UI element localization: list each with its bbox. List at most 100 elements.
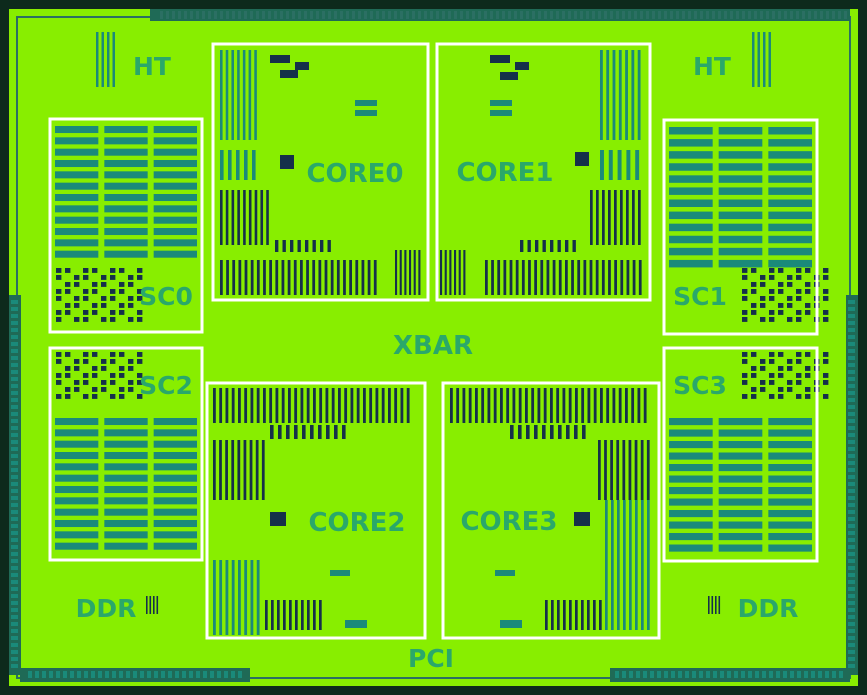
layout-cell — [104, 182, 148, 190]
layout-cell — [11, 636, 18, 640]
layout-cell — [531, 388, 535, 423]
layout-cell — [823, 268, 829, 273]
layout-cell — [848, 510, 855, 514]
layout-cell — [558, 425, 562, 439]
core2-outline — [205, 381, 427, 640]
layout-cell — [137, 317, 143, 322]
layout-cell — [796, 317, 802, 322]
layout-cell — [74, 303, 80, 308]
layout-cell — [254, 190, 258, 245]
layout-cell — [153, 126, 197, 134]
layout-cell — [582, 425, 586, 439]
layout-cell — [128, 387, 134, 392]
label-pci: PCI — [408, 644, 454, 673]
layout-cell — [848, 391, 855, 395]
layout-cell — [848, 608, 855, 612]
layout-cell — [83, 394, 89, 399]
layout-cell — [55, 452, 99, 460]
layout-cell — [153, 542, 197, 550]
layout-cell — [128, 275, 134, 280]
layout-cell — [528, 260, 531, 295]
layout-cell — [349, 260, 352, 295]
layout-cell — [119, 394, 125, 399]
layout-cell — [769, 373, 775, 378]
layout-cell — [628, 440, 632, 500]
layout-cell — [646, 440, 650, 500]
standard-cell-fill — [11, 11, 855, 678]
core1-outline — [435, 42, 652, 302]
layout-cell — [766, 11, 769, 19]
layout-cell — [562, 11, 565, 19]
layout-cell — [805, 394, 811, 399]
layout-cell — [669, 429, 713, 437]
layout-cell — [718, 175, 763, 183]
layout-cell — [293, 260, 297, 295]
layout-cell — [618, 388, 622, 423]
layout-cell — [104, 194, 148, 202]
layout-cell — [669, 235, 713, 244]
layout-cell — [110, 275, 116, 280]
layout-cell — [346, 11, 349, 19]
layout-cell — [768, 32, 771, 87]
layout-cell — [768, 452, 812, 460]
layout-cell — [319, 388, 323, 423]
layout-cell — [848, 482, 855, 486]
layout-cell — [669, 452, 713, 460]
layout-cell — [454, 11, 457, 19]
layout-cell — [373, 260, 377, 295]
layout-cell — [261, 440, 265, 500]
layout-cell — [556, 388, 560, 423]
layout-cell — [769, 359, 775, 364]
layout-cell — [508, 11, 511, 19]
layout-cell — [275, 240, 279, 252]
layout-cell — [444, 250, 447, 295]
layout-cell — [65, 268, 71, 273]
layout-cell — [292, 11, 295, 19]
layout-cell — [104, 250, 148, 258]
layout-cell — [11, 594, 18, 598]
layout-cell — [399, 250, 402, 295]
layout-cell — [720, 671, 724, 678]
label-ddr-right: DDR — [738, 594, 799, 623]
layout-cell — [63, 671, 67, 678]
layout-cell — [104, 429, 148, 437]
layout-cell — [11, 300, 18, 304]
layout-cell — [310, 11, 313, 19]
layout-cell — [718, 441, 763, 449]
layout-cell — [92, 366, 98, 371]
layout-cell — [288, 388, 291, 423]
layout-cell — [614, 260, 617, 295]
layout-cell — [574, 11, 577, 19]
layout-cell — [848, 377, 855, 381]
layout-cell — [768, 247, 812, 256]
layout-cell — [669, 521, 713, 529]
layout-cell — [244, 560, 248, 635]
layout-cell — [848, 461, 855, 465]
layout-cell — [98, 671, 102, 678]
layout-cell — [577, 260, 581, 295]
layout-cell — [128, 282, 134, 287]
layout-cell — [581, 388, 585, 423]
layout-cell — [658, 11, 661, 19]
layout-cell — [611, 500, 614, 630]
layout-cell — [110, 359, 116, 364]
layout-cell — [306, 388, 310, 423]
layout-cell — [104, 205, 148, 213]
layout-cell — [718, 139, 763, 147]
layout-cell — [796, 352, 802, 357]
layout-cell — [11, 356, 18, 360]
label-core2: CORE2 — [308, 508, 405, 538]
layout-cell — [848, 615, 855, 619]
layout-cell — [848, 643, 855, 647]
layout-cell — [823, 394, 829, 399]
layout-cell — [769, 380, 775, 385]
layout-cell — [490, 11, 493, 19]
layout-cell — [92, 387, 98, 392]
layout-cell — [760, 296, 766, 301]
layout-cell — [92, 282, 98, 287]
layout-cell — [601, 260, 605, 295]
layout-cell — [11, 503, 18, 507]
layout-cell — [500, 388, 503, 423]
layout-cell — [805, 303, 811, 308]
layout-cell — [760, 380, 766, 385]
